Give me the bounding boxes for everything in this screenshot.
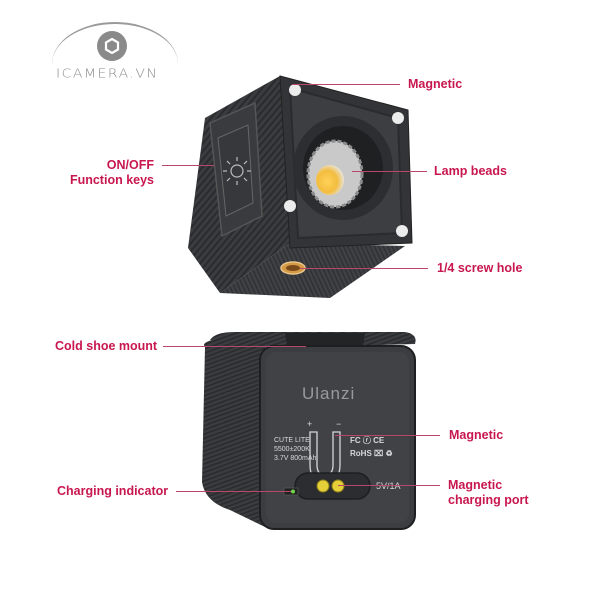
label-charging-port-line1: Magnetic [448,478,503,492]
logo-text: ICAMERA.VN [56,66,159,82]
label-onoff-line2: Function keys [69,173,154,187]
magnet-plus: + [307,419,313,429]
label-cold-shoe: Cold shoe mount [55,339,158,353]
label-onoff: ON/OFF Function keys [62,158,154,188]
label-magnetic-top: Magnetic [408,77,463,91]
battery-spec: 3.7V 800mAh [274,455,317,462]
leader-charging-port [338,485,440,486]
label-charging-indicator: Charging indicator [57,484,169,498]
leader-magnetic-top [292,84,400,85]
brand-logo: Ulanzi [302,384,356,403]
cert-marks-2: RoHS ⌧ ♻ [350,449,393,458]
model-name: CUTE LITE [274,437,310,444]
lamp-bead [316,165,344,195]
logo-arc [52,22,178,64]
color-temp: 5500±200K [274,446,310,453]
label-onoff-line1: ON/OFF [106,158,154,172]
magnet-minus: − [336,419,342,429]
leader-onoff [162,165,214,166]
sun-icon [223,157,251,185]
label-charging-port: Magnetic charging port [448,478,529,508]
product-back-image: Ulanzi + − CUTE LITE 5500±200K 3.7V 800m… [190,332,420,532]
power-rating: 5V/1A [376,481,401,491]
label-screw-hole: 1/4 screw hole [437,261,523,275]
leader-charging-indicator [176,491,291,492]
leader-screw-hole [300,268,428,269]
camera-aperture-icon [97,31,127,61]
product-front-image [180,68,420,300]
leader-lamp-beads [352,171,427,172]
leader-magnetic-back [335,435,440,436]
label-magnetic-back: Magnetic [449,428,504,442]
cert-marks-1: FC ⓡ CE [350,436,385,445]
label-lamp-beads: Lamp beads [434,164,507,178]
leader-cold-shoe [163,346,306,347]
label-charging-port-line2: charging port [448,493,529,507]
